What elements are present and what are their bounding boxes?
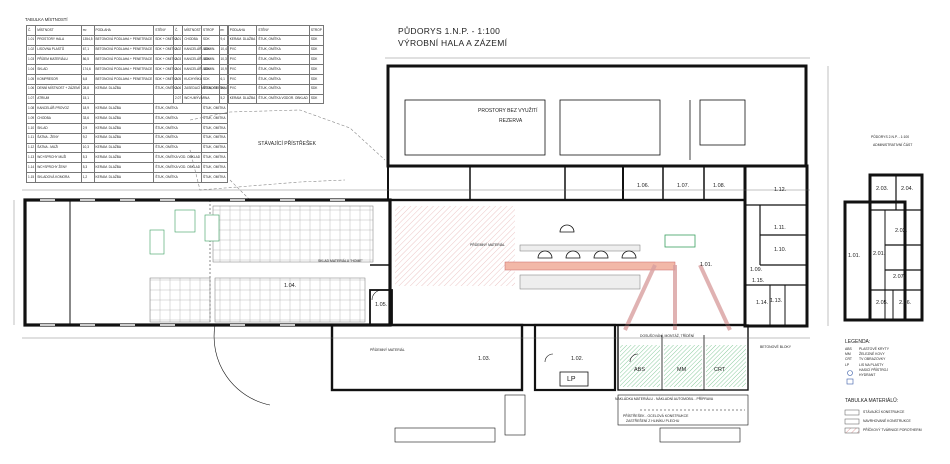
- legend-desc: ŽELEZNÉ KOVY: [859, 352, 885, 357]
- room-1-15: 1.15.: [752, 278, 765, 284]
- legend-item: MM ŽELEZNÉ KOVY: [845, 352, 889, 357]
- unused-space-label: PROSTORY BEZ VYUŽITÍ: [478, 108, 538, 114]
- legend-item: HYDRANT: [845, 373, 889, 378]
- room-2-01: 2.01.: [873, 251, 886, 257]
- note-shed-1: PŘÍSTŘEŠEK - OCELOVÁ KONSTRUKCE: [623, 414, 689, 418]
- table-cell: 1.15: [25, 171, 37, 183]
- table-cell: ŠTUK, OMÍTKA: [153, 171, 203, 183]
- table-cell: 5,2: [218, 93, 229, 105]
- legend-desc: LIS NA PLASTY: [859, 362, 884, 367]
- legend-item: LP LIS NA PLASTY: [845, 363, 889, 368]
- room-2-03: 2.03.: [876, 186, 889, 192]
- bottom-shed: [394, 394, 749, 443]
- room-table-title: TABULKA MÍSTNOSTÍ: [25, 17, 68, 22]
- admin-block: [843, 173, 924, 322]
- legend-item: CRT TV OBRAZOVKY: [845, 357, 889, 362]
- legend-desc: HASICÍ PŘÍSTROJ: [859, 367, 889, 372]
- material-new: NAVRHOVANÉ KONSTRUKCE: [863, 419, 911, 423]
- table-cell: SDK: [308, 93, 324, 105]
- room-1-01-admin: 1.01.: [848, 253, 861, 259]
- legend-symbols: [846, 370, 854, 385]
- plan-subtitle: VÝROBNÍ HALA A ZÁZEMÍ: [398, 38, 508, 48]
- legend-list: ABS PLASTOVÉ KRYTY MM ŽELEZNÉ KOVY CRT TV OBR…: [845, 347, 889, 378]
- north-building: [386, 64, 808, 168]
- legend-code: CRT: [845, 357, 852, 362]
- receiving-label-2: PŘÍJEMNÝ MATERIÁL: [370, 348, 405, 352]
- room-2-07: 2.07.: [893, 274, 906, 280]
- legend-item: ABS PLASTOVÉ KRYTY: [845, 347, 889, 352]
- abs-label: ABS: [634, 367, 646, 373]
- note-loading: NAKLÁDKA MATERIÁLU - NÁKLADNÍ AUTOMOBIL …: [615, 397, 714, 401]
- shelter-outline: [189, 109, 386, 201]
- room-1-03: 1.03.: [478, 356, 491, 362]
- note-shed-2: ZASTŘEŠENÍ Z HLINÍKU PLECHU: [626, 419, 680, 423]
- window-gaps: [40, 199, 345, 326]
- material-swatches: [844, 409, 860, 434]
- room-2-06: 2.06.: [899, 300, 912, 306]
- main-hall-walls: [23, 164, 809, 328]
- room-1-12: 1.12.: [774, 187, 787, 193]
- lower-rooms: [330, 323, 749, 392]
- material-existing: STÁVAJÍCÍ KONSTRUKCE: [863, 410, 905, 414]
- room-1-02: 1.02.: [571, 356, 584, 362]
- legend-desc: HYDRANT: [859, 373, 876, 378]
- room-1-01: 1.01.: [700, 262, 713, 268]
- room-1-11: 1.11.: [774, 225, 786, 231]
- legend-item: HASICÍ PŘÍSTROJ: [845, 368, 889, 373]
- room-1-10: 1.10.: [774, 247, 787, 253]
- plan-title: PŮDORYS 1.N.P. - 1:100: [398, 26, 501, 36]
- service-block: [745, 204, 807, 326]
- admin-title: PŮDORYS 2.N.P. - 1:100: [871, 135, 910, 139]
- receiving-label-1: PŘÍJEMNÝ MATERIÁL: [470, 243, 505, 247]
- room-1-09: 1.09.: [750, 267, 763, 273]
- legend-code: MM: [845, 352, 851, 357]
- crt-label: CRT: [714, 367, 726, 373]
- material-porotherm: PŘÍČKOVÝ TVÁRNICE POROTHERM: [863, 428, 922, 432]
- sorting-bins: [620, 345, 746, 387]
- room-1-08: 1.08.: [713, 183, 726, 189]
- table-cell: ŠTUK, OMÍTKA: [201, 171, 228, 183]
- room-1-07: 1.07.: [677, 183, 690, 189]
- legend-desc: TV OBRAZOVKY: [859, 357, 886, 362]
- room-2-04: 2.04.: [901, 186, 914, 192]
- lp-label: LP: [567, 376, 576, 383]
- legend-code: LP: [845, 362, 850, 367]
- table-cell: SKLADOVÁ KOMORA: [35, 171, 82, 183]
- room-1-14: 1.14.: [756, 300, 769, 306]
- legend-desc: PLASTOVÉ KRYTY: [859, 347, 890, 351]
- production-line: [149, 209, 732, 331]
- admin-subtitle: ADMINISTRATIVNÍ ČÁST: [873, 143, 913, 147]
- material-home-label: SKLAD MATERIÁLU "HOME": [318, 259, 363, 263]
- dimension-lines: [13, 57, 829, 339]
- room-2-05: 2.05.: [876, 300, 889, 306]
- door-arcs: [213, 289, 639, 406]
- side-note-blocks: BETONOVÉ BLOKY: [760, 345, 792, 349]
- room-2-02: 2.02.: [895, 228, 908, 234]
- room-1-05: 1.05.: [375, 302, 388, 308]
- room-1-04: 1.04.: [284, 283, 297, 289]
- room-1-06: 1.06.: [637, 183, 650, 189]
- legend-code: ABS: [845, 347, 852, 351]
- sorting-area-label: DOSUŠOVÁNÍ, MONTÁŽ, TŘÍDĚNÍ: [640, 334, 695, 338]
- reserve-label: REZERVA: [499, 118, 523, 124]
- materials-title: TABULKA MATERIÁLŮ:: [845, 398, 899, 404]
- legend-title: LEGENDA:: [845, 339, 871, 345]
- existing-shelter-label: STÁVAJÍCÍ PŘÍSTŘEŠEK: [258, 141, 316, 147]
- room-1-13: 1.13.: [770, 298, 783, 304]
- mm-label: MM: [677, 367, 687, 373]
- table-cell: 2.07: [172, 93, 184, 105]
